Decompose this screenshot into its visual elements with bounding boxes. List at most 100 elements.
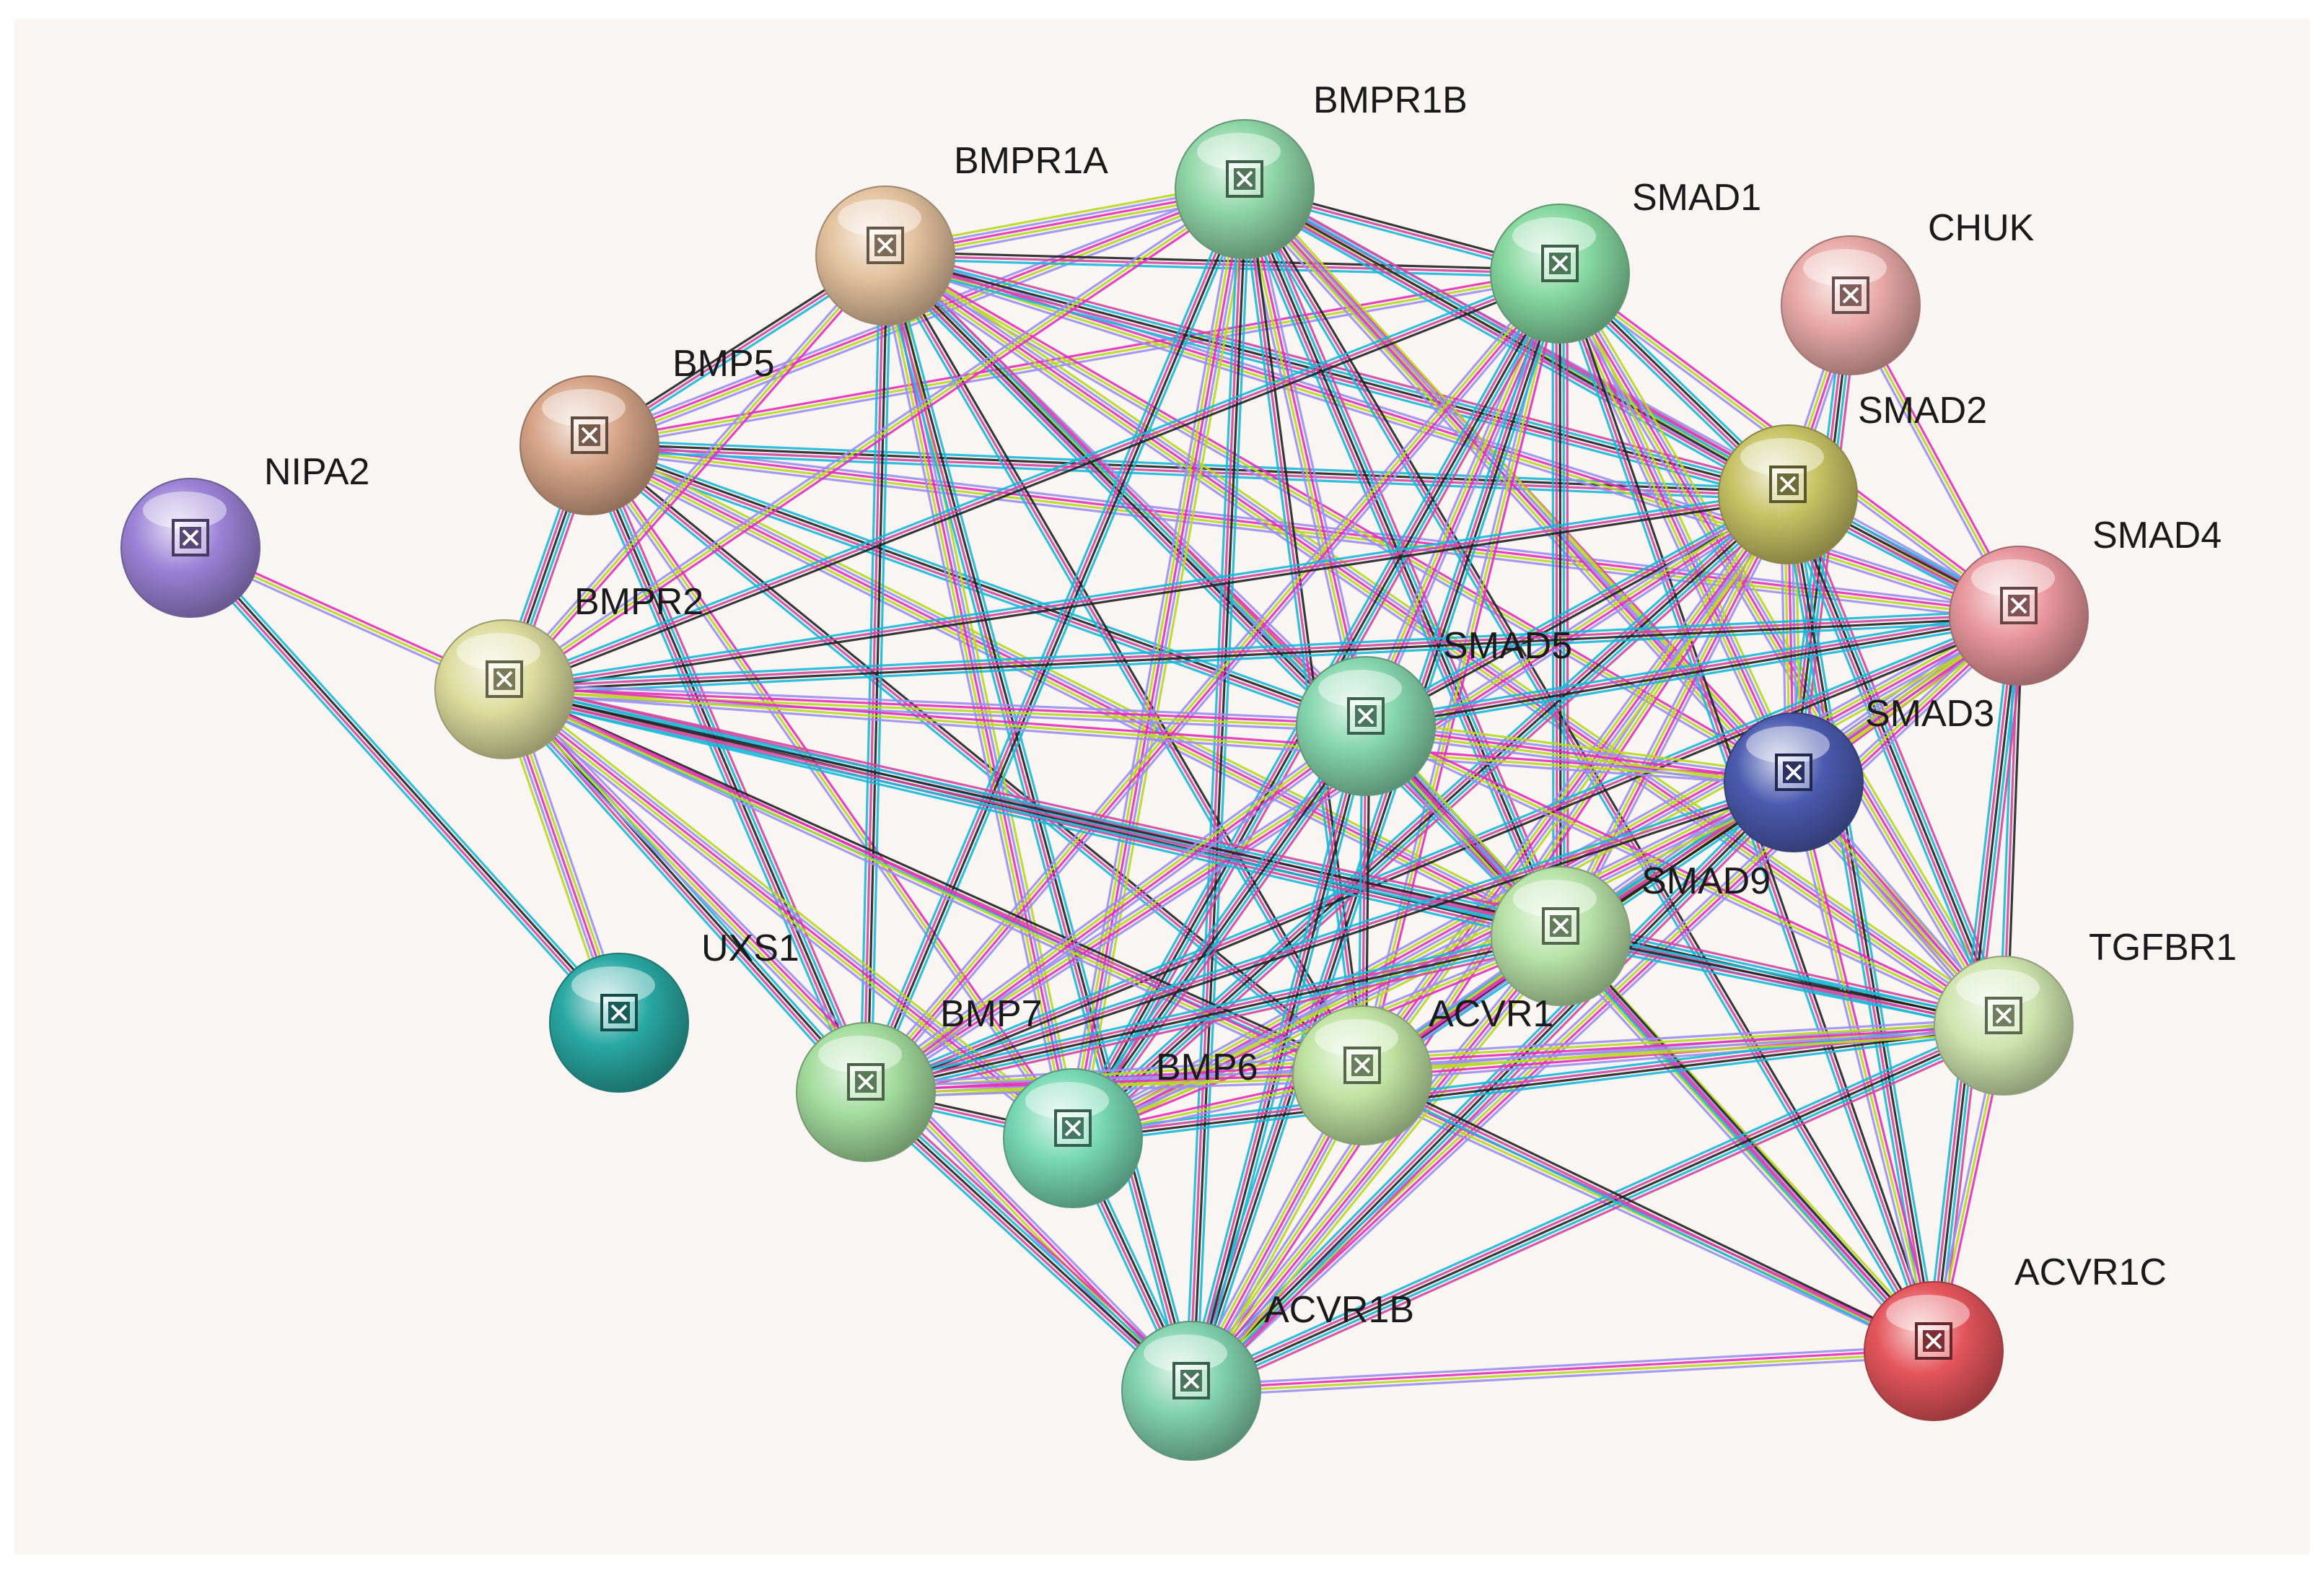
- edge-strand: [1781, 494, 1930, 1353]
- edge-strand: [1555, 274, 1558, 937]
- edge-strand: [1191, 189, 1248, 1392]
- edge-BMPR2-SMAD3[interactable]: [504, 684, 1794, 787]
- edge-strand: [864, 611, 2018, 1090]
- edge-BMP5-ACVR1[interactable]: [586, 441, 1366, 1080]
- edge-SMAD2-ACVR1C[interactable]: [1781, 493, 1940, 1353]
- node-bmpr1a[interactable]: BMPR1A: [815, 140, 1108, 326]
- edge-SMAD9-ACVR1B[interactable]: [1184, 930, 1568, 1397]
- edge-strand: [1194, 619, 2024, 1396]
- node-chuk[interactable]: CHUK: [1781, 207, 2035, 375]
- edge-strand: [869, 276, 1565, 1096]
- node-smad3[interactable]: SMAD3: [1724, 693, 1994, 852]
- edge-strand: [188, 548, 619, 1025]
- edge-strand: [1784, 494, 1934, 1352]
- edge-TGFBR1-ACVR1B[interactable]: [1188, 1018, 2007, 1399]
- edge-SMAD2-BMP6[interactable]: [1067, 488, 1794, 1145]
- node-bmp7[interactable]: BMP7: [796, 993, 1043, 1162]
- node-smad2[interactable]: SMAD2: [1718, 390, 1987, 564]
- edge-ACVR1-ACVR1C[interactable]: [1360, 1071, 1936, 1355]
- edge-ACVR1B-ACVR1C[interactable]: [1190, 1344, 1934, 1398]
- edge-strand: [1191, 616, 2021, 1393]
- node-label: CHUK: [1928, 207, 2035, 249]
- broken-image-icon: [486, 660, 523, 698]
- node-bmp6[interactable]: BMP6: [1003, 1047, 1258, 1208]
- edge-strand: [1364, 609, 2019, 722]
- node-nipa2[interactable]: NIPA2: [120, 451, 369, 618]
- edge-strand: [1073, 1029, 2005, 1145]
- node-uxs1[interactable]: UXS1: [549, 927, 799, 1093]
- edge-SMAD1-SMAD3[interactable]: [1552, 270, 1802, 786]
- node-acvr1b[interactable]: ACVR1B: [1121, 1289, 1414, 1461]
- edge-strand: [587, 447, 1560, 940]
- edge-strand: [585, 446, 1071, 1141]
- node-tgfbr1[interactable]: TGFBR1: [1934, 927, 2237, 1096]
- edge-strand: [504, 612, 2019, 689]
- edge-strand: [1195, 274, 1566, 1393]
- edge-strand: [1358, 492, 1786, 1074]
- edge-strand: [506, 257, 889, 693]
- node-acvr1c[interactable]: ACVR1C: [1864, 1251, 2167, 1421]
- edge-strand: [501, 252, 884, 688]
- edge-BMP5-BMP7[interactable]: [582, 442, 874, 1096]
- edge-SMAD3-BMP7[interactable]: [864, 777, 1796, 1097]
- edge-BMPR1A-BMPR2[interactable]: [501, 252, 889, 693]
- node-acvr1[interactable]: ACVR1: [1292, 993, 1553, 1145]
- edge-NIPA2-UXS1[interactable]: [185, 543, 624, 1028]
- node-smad1[interactable]: SMAD1: [1490, 177, 1761, 344]
- edge-SMAD5-SMAD3[interactable]: [1364, 717, 1795, 791]
- edge-BMPR1B-BMPR2[interactable]: [501, 185, 1247, 694]
- edge-SMAD3-ACVR1C[interactable]: [1789, 781, 1939, 1353]
- edge-strand: [866, 494, 1790, 1095]
- node-bmp5[interactable]: BMP5: [519, 343, 775, 515]
- edge-SMAD4-ACVR1B[interactable]: [1186, 611, 2024, 1396]
- edge-strand: [589, 438, 2020, 612]
- edge-BMPR1B-ACVR1B[interactable]: [1184, 188, 1252, 1392]
- node-smad5[interactable]: SMAD5: [1296, 625, 1572, 796]
- edge-SMAD1-BMPR2[interactable]: [502, 268, 1562, 694]
- node-smad4[interactable]: SMAD4: [1949, 515, 2222, 686]
- broken-image-icon: [1769, 466, 1807, 503]
- node-bmpr1b[interactable]: BMPR1B: [1175, 79, 1468, 259]
- edge-strand: [1357, 272, 1558, 1075]
- edge-strand: [1184, 188, 1241, 1391]
- edge-SMAD5-TGFBR1[interactable]: [1364, 722, 2006, 1030]
- broken-image-icon: [1054, 1109, 1092, 1147]
- edge-SMAD1-ACVR1B[interactable]: [1185, 271, 1566, 1393]
- edge-strand: [877, 256, 1067, 1140]
- node-bmpr2[interactable]: BMPR2: [434, 581, 703, 759]
- edge-SMAD5-BMP7[interactable]: [861, 720, 1370, 1098]
- edge-SMAD9-TGFBR1[interactable]: [1559, 930, 2005, 1032]
- edge-strand: [862, 1093, 1190, 1394]
- node-label: BMPR1A: [954, 140, 1108, 182]
- edge-strand: [587, 449, 1364, 733]
- edge-strand: [504, 497, 1789, 694]
- edge-strand: [863, 188, 1245, 1092]
- node-label: SMAD2: [1858, 390, 1987, 432]
- edge-strand: [1188, 779, 1792, 1389]
- edge-SMAD1-BMP7[interactable]: [861, 269, 1565, 1096]
- edge-strand: [1561, 494, 1791, 938]
- edge-SMAD4-SMAD5[interactable]: [1364, 609, 2020, 733]
- edge-strand: [499, 691, 863, 1097]
- edge-SMAD4-BMP7[interactable]: [864, 611, 2021, 1097]
- edge-strand: [503, 254, 887, 691]
- edge-BMPR2-SMAD5[interactable]: [504, 682, 1367, 733]
- edge-BMPR1B-BMP7[interactable]: [859, 186, 1251, 1095]
- edge-strand: [1365, 725, 1794, 784]
- edge-strand: [1074, 496, 1792, 1142]
- edge-strand: [866, 274, 1563, 1094]
- broken-image-icon: [847, 1063, 885, 1101]
- edge-SMAD2-BMPR2[interactable]: [504, 489, 1789, 694]
- edge-strand: [1191, 1351, 1934, 1394]
- edge-strand: [1196, 940, 1568, 1397]
- node-smad9[interactable]: SMAD9: [1491, 860, 1771, 1006]
- edge-SMAD4-BMPR2[interactable]: [504, 608, 2020, 696]
- edge-strand: [1069, 723, 1364, 1137]
- broken-image-icon: [1343, 1047, 1381, 1084]
- edge-strand: [861, 269, 1557, 1090]
- edge-BMP5-BMP6[interactable]: [585, 442, 1077, 1141]
- edge-strand: [1364, 728, 2003, 1030]
- edge-SMAD9-BMP7[interactable]: [864, 927, 1563, 1101]
- edge-strand: [1796, 781, 1939, 1351]
- edge-BMP7-ACVR1B[interactable]: [860, 1085, 1197, 1397]
